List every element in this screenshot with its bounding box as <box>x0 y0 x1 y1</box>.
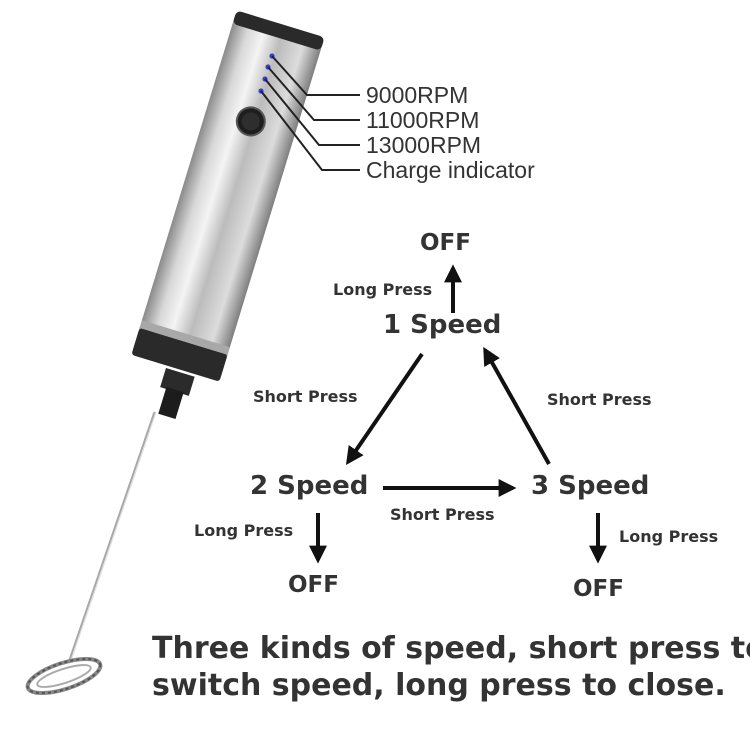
callout-9000rpm: 9000RPM <box>366 82 469 108</box>
connector <box>158 367 195 419</box>
arrow-3speed-to-1speed <box>483 346 551 465</box>
callout-charge-indicator: Charge indicator <box>366 157 535 183</box>
whisk-coil-icon <box>25 656 103 696</box>
short-press-label-bottom: Short Press <box>390 505 495 524</box>
caption-line-1: Three kinds of speed, short press to <box>152 631 750 666</box>
off-label-right: OFF <box>573 576 624 602</box>
speed-1-label: 1 Speed <box>383 310 502 340</box>
speed-3-label: 3 Speed <box>531 471 650 501</box>
short-press-label-right: Short Press <box>547 390 652 409</box>
off-label-left: OFF <box>288 572 339 598</box>
short-press-label-left: Short Press <box>253 387 358 406</box>
frother-handle <box>132 11 324 381</box>
whisk-shaft <box>68 411 157 661</box>
caption-line-2: switch speed, long press to close. <box>152 668 726 703</box>
off-label-top: OFF <box>420 230 471 256</box>
long-press-label-right: Long Press <box>619 527 719 546</box>
arrow-1speed-to-2speed <box>345 352 424 465</box>
speed-2-label: 2 Speed <box>250 471 369 501</box>
callout-leaders <box>260 55 360 171</box>
callout-13000rpm: 13000RPM <box>366 132 482 158</box>
callout-11000rpm: 11000RPM <box>366 107 480 133</box>
long-press-label-left: Long Press <box>194 521 294 540</box>
long-press-label-top: Long Press <box>333 280 433 299</box>
